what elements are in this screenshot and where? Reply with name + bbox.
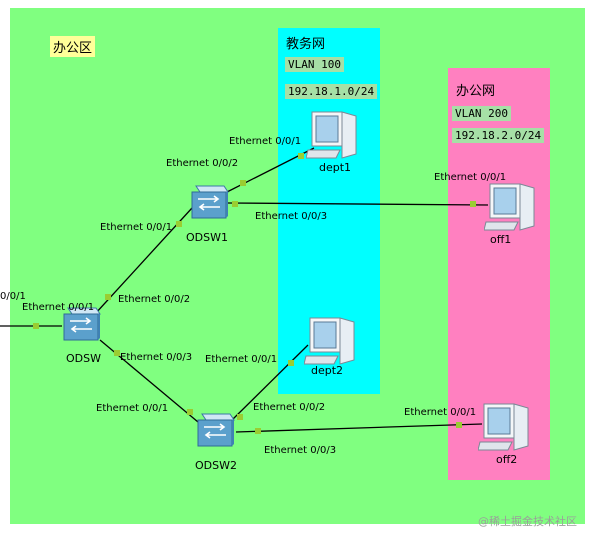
port-dot — [255, 428, 261, 434]
off1-pc-icon — [484, 183, 535, 231]
odsw-switch-icon — [63, 307, 101, 341]
odsw-to-sw1-port-label: Ethernet 0/0/2 — [118, 294, 191, 305]
uplink-cut-port-label: 0/0/1 — [0, 291, 26, 302]
sw1-to-odsw-port-label: Ethernet 0/0/1 — [100, 222, 173, 233]
off1-port-label: Ethernet 0/0/1 — [434, 172, 507, 183]
port-dot — [176, 221, 182, 227]
port-dot — [470, 201, 476, 207]
dept1-port-label: Ethernet 0/0/1 — [229, 136, 302, 147]
sw1-to-off1-port-label: Ethernet 0/0/3 — [255, 211, 328, 222]
port-dot — [240, 180, 246, 186]
sw1-to-dept1-port-label: Ethernet 0/0/2 — [166, 158, 239, 169]
odsw-uplink-port-label: Ethernet 0/0/1 — [22, 302, 95, 313]
port-dot — [105, 294, 111, 300]
edu-zone-title: 教务网 — [286, 37, 326, 52]
edu-subnet-tag: 192.18.1.0/24 — [285, 84, 378, 99]
sw2-to-odsw-port-label: Ethernet 0/0/1 — [96, 403, 169, 414]
off1-label: off1 — [490, 233, 512, 246]
sw2-to-dept2-port-label: Ethernet 0/0/2 — [253, 402, 326, 413]
odsw1-switch-icon — [191, 185, 229, 219]
sw2-to-off2-port-label: Ethernet 0/0/3 — [264, 445, 337, 456]
off-subnet-tag: 192.18.2.0/24 — [452, 128, 545, 143]
port-dot — [288, 360, 294, 366]
link-odsw2-off2 — [235, 423, 483, 433]
off2-pc-icon — [478, 403, 529, 451]
off-vlan-tag: VLAN 200 — [452, 106, 511, 121]
dept2-pc-icon — [304, 317, 355, 365]
odsw2-label: ODSW2 — [195, 459, 237, 472]
dept2-port-label: Ethernet 0/0/1 — [205, 354, 278, 365]
off2-port-label: Ethernet 0/0/1 — [404, 407, 477, 418]
port-dot — [298, 153, 304, 159]
port-dot — [232, 201, 238, 207]
odsw2-switch-icon — [197, 413, 235, 447]
watermark: @稀土掘金技术社区 — [478, 515, 577, 528]
odsw-label: ODSW — [66, 352, 101, 365]
port-dot — [456, 422, 462, 428]
dept1-label: dept1 — [319, 161, 352, 174]
port-dot — [114, 350, 120, 356]
odsw1-label: ODSW1 — [186, 231, 228, 244]
link-odsw1-off1 — [227, 202, 489, 206]
port-dot — [33, 323, 39, 329]
dept2-label: dept2 — [311, 364, 344, 377]
edu-vlan-tag: VLAN 100 — [285, 57, 344, 72]
link-odsw-odsw1 — [94, 207, 193, 315]
off2-label: off2 — [496, 453, 518, 466]
port-dot — [187, 409, 193, 415]
office-zone-title: 办公区 — [50, 36, 96, 57]
link-odsw2-dept2 — [231, 344, 309, 421]
off-zone-title: 办公网 — [456, 84, 496, 99]
odsw-to-sw2-port-label: Ethernet 0/0/3 — [120, 352, 193, 363]
port-dot — [237, 414, 243, 420]
dept1-pc-icon — [306, 111, 357, 159]
